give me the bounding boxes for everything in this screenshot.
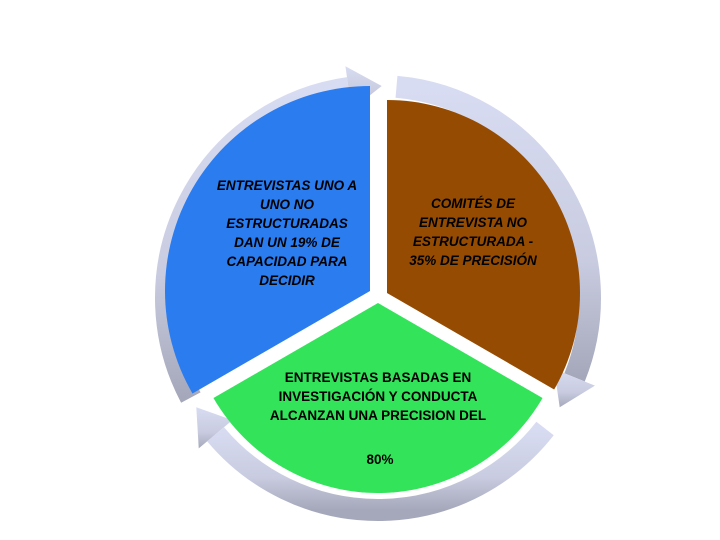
sector-green (213, 303, 543, 493)
arrow-top-to-right-arc (395, 75, 601, 382)
sector-blue (165, 86, 370, 394)
segment-label-unstructured-one-on-one: ENTREVISTAS UNO A UNO NO ESTRUCTURADAS D… (216, 178, 358, 288)
segment-value-80: 80% (366, 452, 394, 467)
arrow-top-to-right-head-icon (554, 369, 595, 408)
arrow-right-to-bottom-head-icon (196, 407, 233, 449)
segment-label-committees: COMITÉS DE ENTREVISTA NO ESTRUCTURADA - … (409, 196, 537, 268)
segment-label-behavioral-interviews: ENTREVISTAS BASADAS EN INVESTIGACIÓN Y C… (269, 370, 487, 423)
sector-brown (387, 100, 580, 390)
arrow-right-to-bottom-arc (207, 421, 554, 521)
